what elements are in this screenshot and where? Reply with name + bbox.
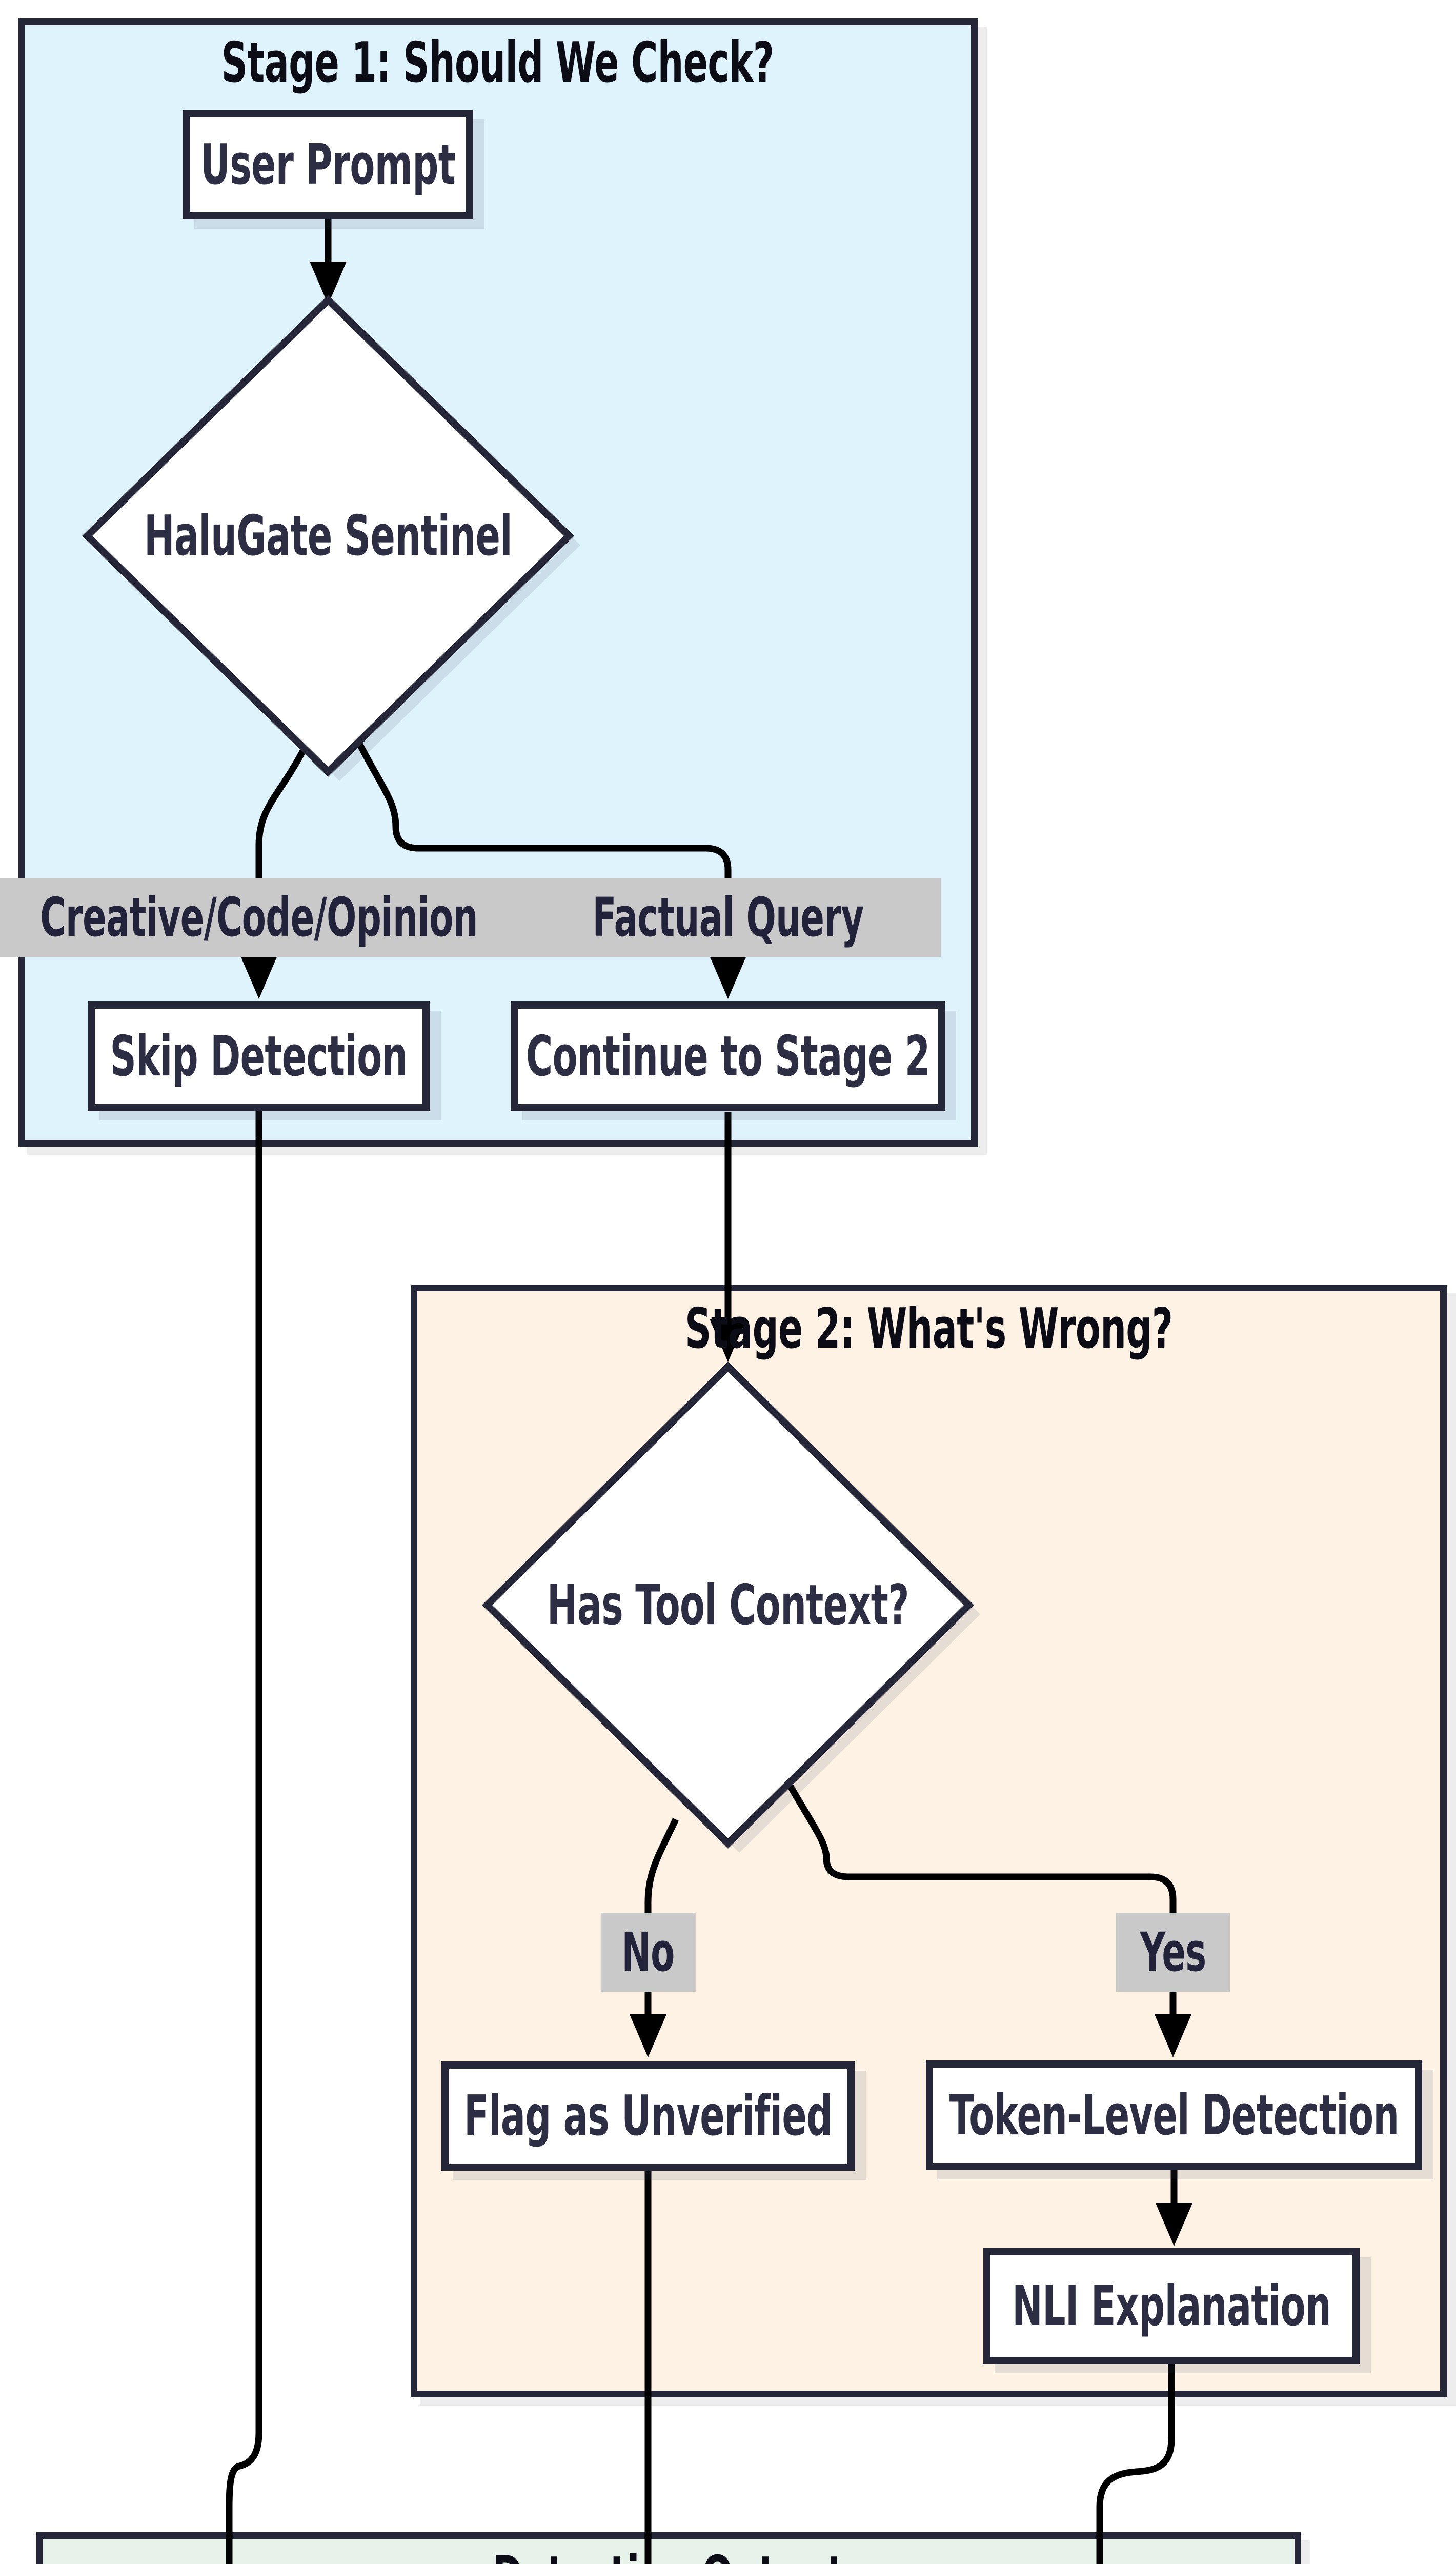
edge-label-creative-code-opinion: Creative/Code/Opinion <box>0 878 598 957</box>
node-user-prompt: User Prompt <box>183 110 473 219</box>
decision-has-tool-context-label: Has Tool Context? <box>547 1573 909 1637</box>
node-token-level-detection: Token-Level Detection <box>926 2060 1422 2170</box>
edge-label-factual-query: Factual Query <box>515 878 941 957</box>
stage1-title: Stage 1: Should We Check? <box>221 31 774 95</box>
stage2-container <box>411 1285 1447 2397</box>
stage1-container <box>18 18 978 1147</box>
decision-halugate-sentinel-label: HaluGate Sentinel <box>144 504 513 568</box>
node-skip-detection: Skip Detection <box>88 1001 430 1111</box>
node-flag-as-unverified: Flag as Unverified <box>441 2061 855 2171</box>
stage2-title: Stage 2: What's Wrong? <box>684 1297 1173 1361</box>
edge-label-no: No <box>600 1913 696 1992</box>
detection-output-title: Detection Output <box>36 2545 1301 2564</box>
node-continue-to-stage2: Continue to Stage 2 <box>511 1001 945 1111</box>
edge-skip-to-pass <box>226 1111 262 2564</box>
edge-label-yes: Yes <box>1116 1913 1230 1992</box>
node-nli-explanation: NLI Explanation <box>983 2248 1360 2364</box>
